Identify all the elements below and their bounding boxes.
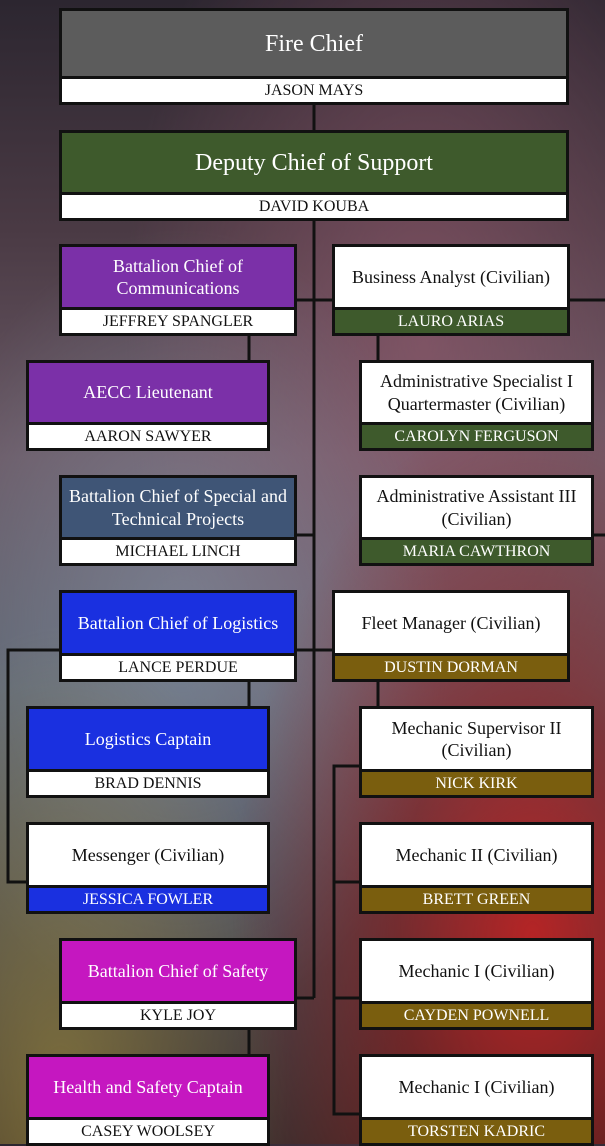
fire-chief-card: Fire Chief JASON MAYS	[59, 8, 569, 105]
deputy-chief-name: DAVID KOUBA	[62, 192, 566, 218]
health-safety-captain-name: CASEY WOOLSEY	[29, 1117, 267, 1143]
deputy-chief-title: Deputy Chief of Support	[62, 133, 566, 192]
fire-chief-title: Fire Chief	[62, 11, 566, 76]
mechanic-i-b-title: Mechanic I (Civilian)	[362, 1057, 591, 1117]
bc-communications-title: Battalion Chief of Communications	[62, 247, 294, 307]
messenger-card: Messenger (Civilian) JESSICA FOWLER	[26, 822, 270, 914]
mechanic-i-a-card: Mechanic I (Civilian) CAYDEN POWNELL	[359, 938, 594, 1030]
health-safety-captain-card: Health and Safety Captain CASEY WOOLSEY	[26, 1054, 270, 1146]
mechanic-supervisor-card: Mechanic Supervisor II (Civilian) NICK K…	[359, 706, 594, 798]
messenger-title: Messenger (Civilian)	[29, 825, 267, 885]
bc-safety-title: Battalion Chief of Safety	[62, 941, 294, 1001]
admin-assistant-name: MARIA CAWTHRON	[362, 537, 591, 563]
fleet-manager-name: DUSTIN DORMAN	[335, 653, 567, 679]
mechanic-ii-name: BRETT GREEN	[362, 885, 591, 911]
health-safety-captain-title: Health and Safety Captain	[29, 1057, 267, 1117]
mechanic-i-b-card: Mechanic I (Civilian) TORSTEN KADRIC	[359, 1054, 594, 1146]
logistics-captain-name: BRAD DENNIS	[29, 769, 267, 795]
bc-safety-name: KYLE JOY	[62, 1001, 294, 1027]
bc-safety-card: Battalion Chief of Safety KYLE JOY	[59, 938, 297, 1030]
bc-special-projects-card: Battalion Chief of Special and Technical…	[59, 475, 297, 566]
bc-communications-name: JEFFREY SPANGLER	[62, 307, 294, 333]
deputy-chief-card: Deputy Chief of Support DAVID KOUBA	[59, 130, 569, 221]
fleet-manager-card: Fleet Manager (Civilian) DUSTIN DORMAN	[332, 590, 570, 682]
mechanic-i-b-name: TORSTEN KADRIC	[362, 1117, 591, 1143]
aecc-lieutenant-title: AECC Lieutenant	[29, 363, 267, 422]
bc-logistics-name: LANCE PERDUE	[62, 653, 294, 679]
bc-communications-card: Battalion Chief of Communications JEFFRE…	[59, 244, 297, 336]
aecc-lieutenant-card: AECC Lieutenant AARON SAWYER	[26, 360, 270, 451]
logistics-captain-title: Logistics Captain	[29, 709, 267, 769]
admin-specialist-name: CAROLYN FERGUSON	[362, 422, 591, 448]
business-analyst-title: Business Analyst (Civilian)	[335, 247, 567, 307]
admin-specialist-title: Administrative Specialist I Quartermaste…	[362, 363, 591, 422]
fire-chief-name: JASON MAYS	[62, 76, 566, 102]
mechanic-ii-title: Mechanic II (Civilian)	[362, 825, 591, 885]
logistics-captain-card: Logistics Captain BRAD DENNIS	[26, 706, 270, 798]
bc-logistics-card: Battalion Chief of Logistics LANCE PERDU…	[59, 590, 297, 682]
admin-assistant-card: Administrative Assistant III (Civilian) …	[359, 475, 594, 566]
mechanic-supervisor-name: NICK KIRK	[362, 769, 591, 795]
admin-specialist-card: Administrative Specialist I Quartermaste…	[359, 360, 594, 451]
mechanic-i-a-name: CAYDEN POWNELL	[362, 1001, 591, 1027]
mechanic-supervisor-title: Mechanic Supervisor II (Civilian)	[362, 709, 591, 769]
business-analyst-name: LAURO ARIAS	[335, 307, 567, 333]
bc-special-projects-title: Battalion Chief of Special and Technical…	[62, 478, 294, 537]
admin-assistant-title: Administrative Assistant III (Civilian)	[362, 478, 591, 537]
bc-special-projects-name: MICHAEL LINCH	[62, 537, 294, 563]
business-analyst-card: Business Analyst (Civilian) LAURO ARIAS	[332, 244, 570, 336]
aecc-lieutenant-name: AARON SAWYER	[29, 422, 267, 448]
messenger-name: JESSICA FOWLER	[29, 885, 267, 911]
mechanic-i-a-title: Mechanic I (Civilian)	[362, 941, 591, 1001]
mechanic-ii-card: Mechanic II (Civilian) BRETT GREEN	[359, 822, 594, 914]
fleet-manager-title: Fleet Manager (Civilian)	[335, 593, 567, 653]
bc-logistics-title: Battalion Chief of Logistics	[62, 593, 294, 653]
